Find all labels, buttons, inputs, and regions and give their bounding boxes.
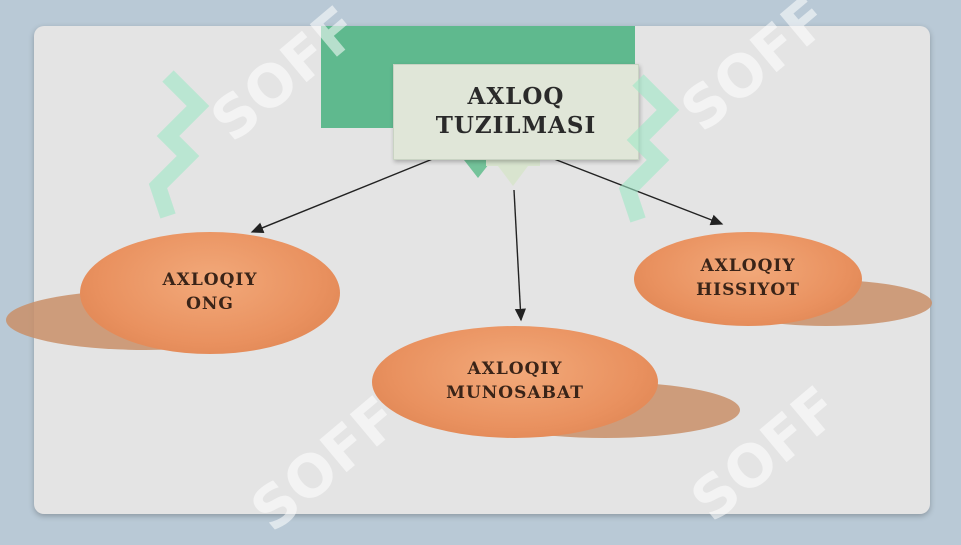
title-line-1: AXLOQ [467,83,565,111]
diagram-title-box: AXLOQ TUZILMASI [393,64,639,160]
node-hissiyot: AXLOQIY HISSIYOT [634,232,862,326]
node-ong-line-2: ONG [186,294,234,314]
node-hissiyot-line-1: AXLOQIY [700,256,796,277]
node-hissiyot-line-2: HISSIYOT [696,280,800,300]
node-munosabat-line-2: MUNOSABAT [446,383,584,403]
title-line-2: TUZILMASI [435,112,597,139]
watermark-logo-icon-2 [618,74,680,223]
connector-to-ong [250,155,441,233]
node-ong: AXLOQIY ONG [80,232,340,354]
node-munosabat-line-1: AXLOQIY [467,359,563,380]
node-ong-line-1: AXLOQIY [162,270,258,291]
node-munosabat: AXLOQIY MUNOSABAT [372,326,658,438]
connector-to-munosabat [513,189,526,322]
watermark-logo-icon [148,70,210,219]
